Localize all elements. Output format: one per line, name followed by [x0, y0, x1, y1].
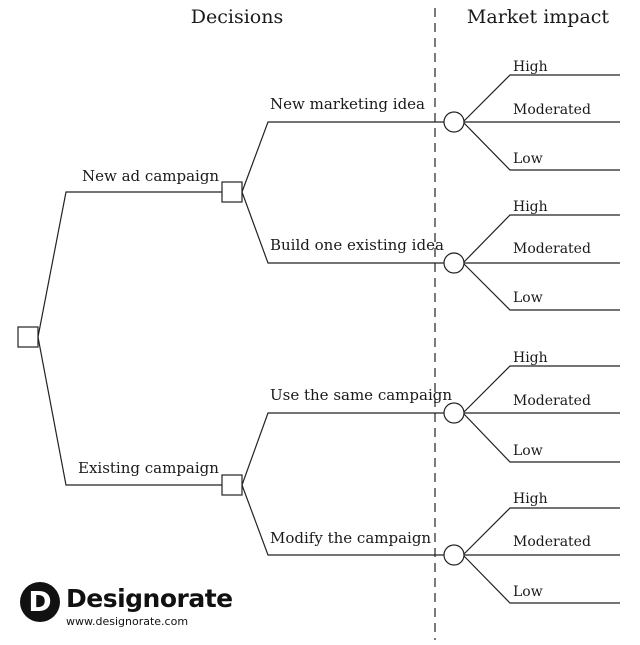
market-impact-header: Market impact	[467, 6, 610, 28]
outcome-line-high	[462, 365, 620, 414]
branch-line-use-same-campaign	[241, 412, 444, 486]
outcome-label-high: High	[513, 350, 548, 366]
logo-url: www.designorate.com	[66, 615, 189, 628]
option-label-modify-campaign: Modify the campaign	[270, 529, 431, 547]
logo-letter: D	[28, 585, 52, 618]
chance-node	[443, 111, 465, 133]
chance-node	[443, 252, 465, 274]
option-label-use-same-campaign: Use the same campaign	[270, 386, 452, 404]
chance-group-modify-campaign: High Moderated Low	[443, 491, 620, 604]
chance-group-new-marketing-idea: High Moderated Low	[443, 59, 620, 171]
chance-group-use-same-campaign: High Moderated Low	[443, 350, 620, 463]
outcome-label-moderated: Moderated	[513, 241, 591, 257]
outcome-line-high	[462, 507, 620, 556]
branch-label-new-ad-campaign: New ad campaign	[82, 167, 219, 185]
outcome-label-moderated: Moderated	[513, 102, 591, 118]
decision-node-new-ad-campaign	[221, 181, 243, 203]
outcome-line-low	[462, 554, 620, 604]
chance-node	[443, 544, 465, 566]
logo-mark: D	[20, 582, 60, 622]
outcome-label-low: Low	[513, 443, 543, 459]
chance-group-build-existing-idea: High Moderated Low	[443, 199, 620, 311]
outcome-label-low: Low	[513, 290, 543, 306]
designorate-logo: D Designorate www.designorate.com	[20, 582, 233, 634]
outcome-label-high: High	[513, 59, 548, 75]
outcome-label-high: High	[513, 199, 548, 215]
root-decision-node	[17, 326, 39, 348]
branch-line-build-existing-idea	[241, 191, 444, 264]
outcome-line-low	[462, 121, 620, 171]
option-label-new-marketing-idea: New marketing idea	[270, 95, 425, 113]
branch-line-existing-campaign	[37, 336, 222, 486]
branch-label-existing-campaign: Existing campaign	[78, 459, 219, 477]
logo-name: Designorate	[66, 584, 233, 613]
outcome-label-low: Low	[513, 151, 543, 167]
outcome-line-low	[462, 412, 620, 463]
outcome-label-high: High	[513, 491, 548, 507]
chance-node	[443, 402, 465, 424]
outcome-line-high	[462, 214, 620, 264]
outcome-label-low: Low	[513, 584, 543, 600]
decision-node-existing-campaign	[221, 474, 243, 496]
branch-line-new-marketing-idea	[241, 121, 444, 193]
decisions-header: Decisions	[191, 6, 283, 28]
branch-line-new-ad-campaign	[37, 191, 222, 338]
outcome-line-low	[462, 262, 620, 311]
branch-line-modify-campaign	[241, 484, 444, 556]
outcome-label-moderated: Moderated	[513, 393, 591, 409]
outcome-label-moderated: Moderated	[513, 534, 591, 550]
outcome-line-high	[462, 74, 620, 123]
option-label-build-existing-idea: Build one existing idea	[270, 236, 444, 254]
